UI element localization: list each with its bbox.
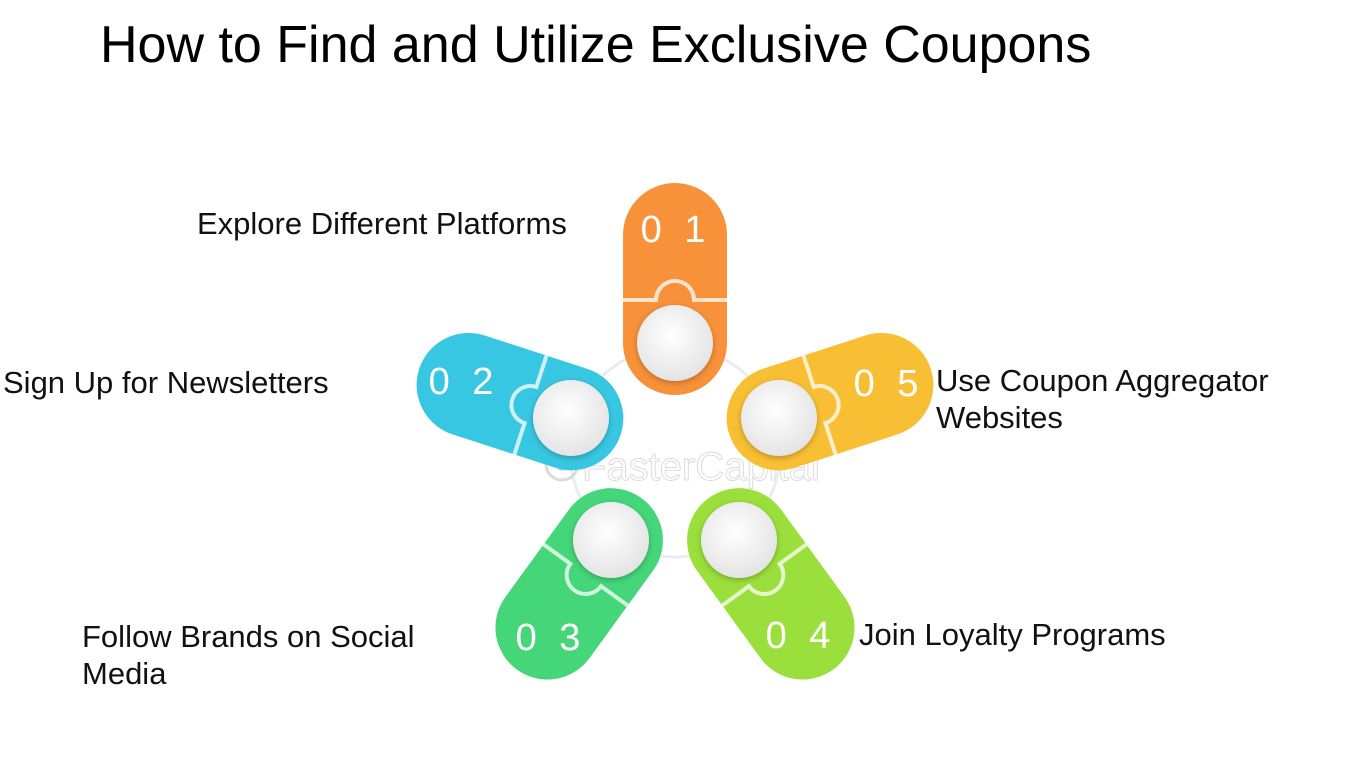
step-04-label: Join Loyalty Programs <box>859 617 1166 652</box>
step-01-label: Explore Different Platforms <box>197 206 567 241</box>
step-03-knob <box>573 502 649 578</box>
step-01-knob <box>637 305 713 381</box>
step-04-petal-shape <box>687 488 855 680</box>
step-04-number: 0 4 <box>766 615 837 657</box>
step-05-label: Use Coupon Aggregator Websites <box>936 363 1269 435</box>
step-02-label: Sign Up for Newsletters <box>3 365 329 400</box>
step-05-number: 0 5 <box>854 363 925 405</box>
step-03-petal <box>495 488 663 680</box>
step-01-number: 0 1 <box>641 209 712 251</box>
step-03-label: Follow Brands on Social Media <box>82 619 415 691</box>
page-title: How to Find and Utilize Exclusive Coupon… <box>100 16 1092 74</box>
step-04-petal <box>687 488 855 680</box>
step-03-number: 0 3 <box>516 617 587 659</box>
step-03-petal-shape <box>495 488 663 680</box>
step-02-number: 0 2 <box>429 361 500 403</box>
step-02-knob <box>533 380 609 456</box>
step-05-knob <box>741 380 817 456</box>
step-04-knob <box>701 502 777 578</box>
